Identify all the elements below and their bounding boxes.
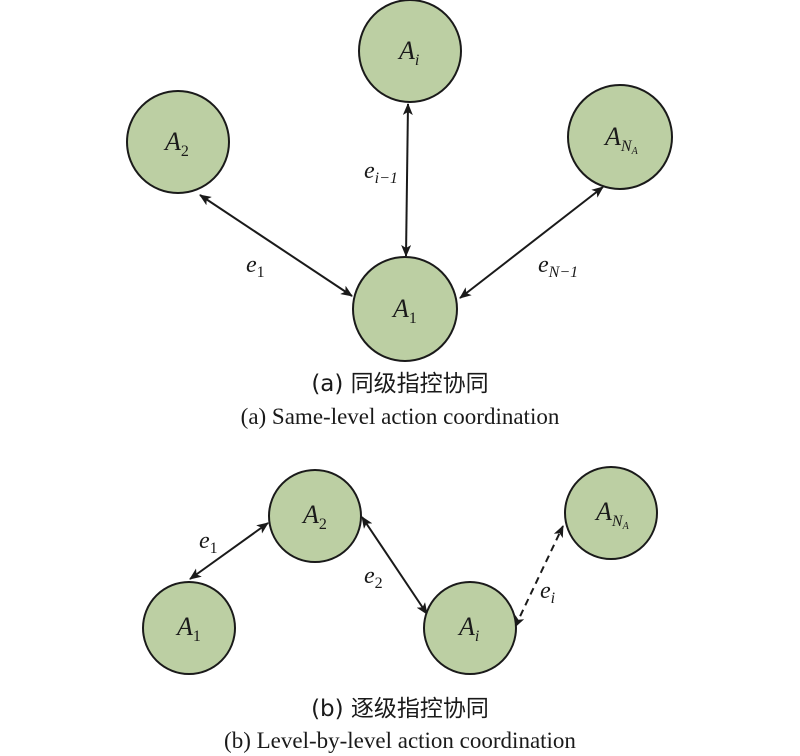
node-circle [268, 469, 362, 563]
node-label: A1 [175, 612, 201, 645]
node-circle [352, 256, 458, 362]
node-b-A2: A2 [268, 469, 362, 563]
node-label: Ai [457, 612, 479, 645]
node-a-A2: A2 [126, 90, 230, 194]
node-circle [142, 581, 236, 675]
node-circle [423, 581, 517, 675]
diagram-a: A2 Ai ANA A1 e1 ei−1 eN−1 [126, 0, 673, 362]
edge-a-eN-1 [459, 186, 604, 299]
edge-label-ei-1: ei−1 [364, 158, 398, 187]
node-label: ANA [603, 122, 639, 157]
edge-label-ei: ei [540, 578, 555, 607]
edge-a-e1 [199, 194, 353, 297]
node-b-A1: A1 [142, 581, 236, 675]
node-a-A1: A1 [352, 256, 458, 362]
caption-b-zh: (b) 逐级指控协同 [311, 696, 489, 722]
edge-label-e2: e2 [364, 563, 383, 592]
node-circle [567, 84, 673, 190]
node-circle [564, 466, 658, 560]
edge-label-eN-1: eN−1 [538, 252, 578, 281]
node-circle [126, 90, 230, 194]
diagram-b: A2 A1 Ai ANA e1 e2 ei [142, 466, 658, 675]
node-circle [358, 0, 462, 103]
edge-b-e2 [361, 516, 428, 615]
caption-a-en: (a) Same-level action coordination [240, 404, 560, 429]
node-label: Ai [397, 36, 419, 69]
caption-b-en: (b) Level-by-level action coordination [224, 728, 576, 753]
node-a-ANA: ANA [567, 84, 673, 190]
node-label: ANA [594, 497, 630, 532]
edge-a-ei-1 [401, 103, 413, 257]
caption-a-zh: (a) 同级指控协同 [311, 371, 489, 397]
node-b-Ai: Ai [423, 581, 517, 675]
edge-b-ei [514, 525, 564, 628]
node-b-ANA: ANA [564, 466, 658, 560]
edge-b-e1 [189, 522, 269, 580]
node-a-Ai: Ai [358, 0, 462, 103]
edge-label-e1: e1 [199, 528, 218, 557]
node-label: A2 [163, 127, 189, 160]
node-label: A1 [391, 294, 417, 327]
node-label: A2 [301, 500, 327, 533]
edge-label-e1: e1 [246, 252, 265, 281]
